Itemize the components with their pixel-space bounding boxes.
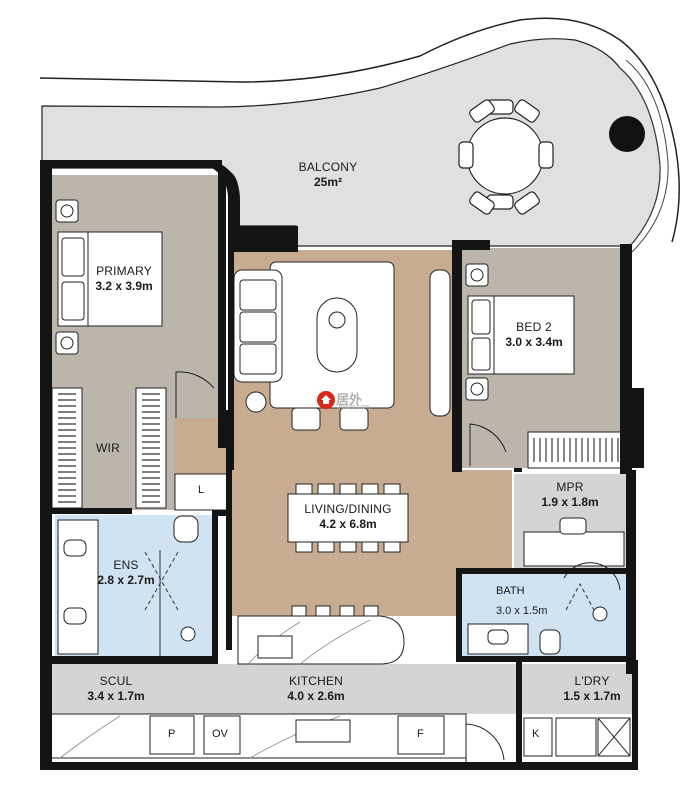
balcony-table <box>458 99 554 215</box>
k-label: K <box>532 728 540 740</box>
room-name: LIVING/DINING <box>304 502 392 516</box>
watermark: 居外 Juwai.com <box>316 390 372 416</box>
room-name: BALCONY <box>298 160 358 174</box>
label-primary: PRIMARY 3.2 x 3.9m <box>88 264 160 294</box>
label-bed2: BED 2 3.0 x 3.4m <box>498 320 570 350</box>
label-bath-name: BATH <box>496 585 525 597</box>
label-bath-dims: 3.0 x 1.5m <box>496 605 548 617</box>
linen-cupboard <box>174 473 232 511</box>
scullery-kitchen <box>50 664 516 714</box>
room-dims: 4.2 x 6.8m <box>319 517 377 531</box>
walls <box>40 160 644 770</box>
dining-table <box>287 493 409 543</box>
label-scul: SCUL 3.4 x 1.7m <box>80 674 152 704</box>
linen-label: L <box>198 484 205 496</box>
room-name: ENS <box>113 558 139 572</box>
room-name: L'DRY <box>574 674 610 688</box>
coffee-table <box>316 297 358 373</box>
room-dims: 1.5 x 1.7m <box>563 689 621 703</box>
kitchen-bench <box>49 713 467 759</box>
room-name: SCUL <box>99 674 133 688</box>
label-wir: WIR <box>88 441 128 456</box>
room-dims: 3.0 x 3.4m <box>505 335 563 349</box>
label-kitchen: KITCHEN 4.0 x 2.6m <box>276 674 356 704</box>
label-mpr: MPR 1.9 x 1.8m <box>534 480 606 510</box>
room-name: PRIMARY <box>96 264 152 278</box>
fridge-label: F <box>417 728 424 740</box>
room-dims: 2.8 x 2.7m <box>97 573 155 587</box>
label-living: LIVING/DINING 4.2 x 6.8m <box>296 502 400 532</box>
room-name: KITCHEN <box>288 674 344 688</box>
balustrade <box>619 59 669 253</box>
room-name: WIR <box>96 441 120 455</box>
watermark-logo-icon <box>317 391 335 409</box>
balcony-outer-curve <box>39 17 680 243</box>
room-name: BED 2 <box>516 320 552 334</box>
room-dims: 3.4 x 1.7m <box>87 689 145 703</box>
label-ldry: L'DRY 1.5 x 1.7m <box>556 674 628 704</box>
label-ens: ENS 2.8 x 2.7m <box>90 558 162 588</box>
room-dims: 1.9 x 1.8m <box>541 495 599 509</box>
room-name: MPR <box>556 480 584 494</box>
laundry <box>520 664 634 714</box>
watermark-cn: 居外 <box>336 393 363 408</box>
room-dims: 3.2 x 3.9m <box>95 279 153 293</box>
room-dims: 4.0 x 2.6m <box>287 689 345 703</box>
watermark-en: Juwai.com <box>337 404 371 411</box>
pantry-label: P <box>168 728 176 740</box>
tv-unit <box>429 269 451 417</box>
label-balcony: BALCONY 25m² <box>290 160 366 190</box>
oven-label: OV <box>212 728 228 740</box>
desk <box>523 531 625 567</box>
room-dims: 25m² <box>313 175 342 189</box>
column <box>609 116 645 152</box>
